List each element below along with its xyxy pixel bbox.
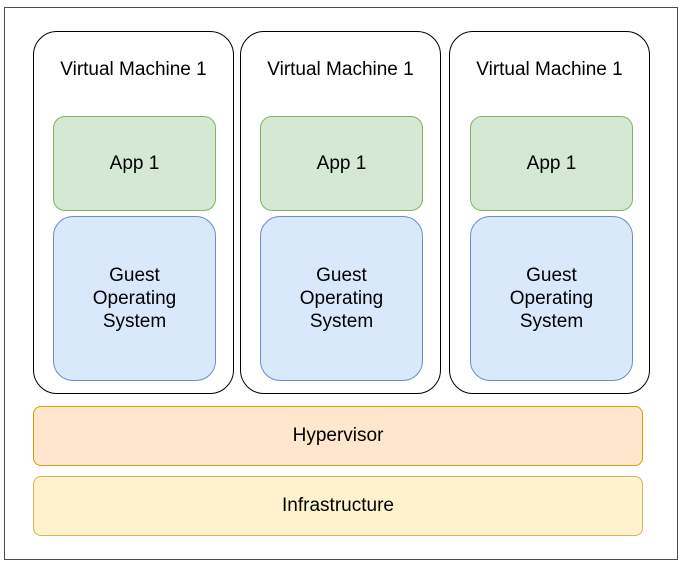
virtual-machine-box: Virtual Machine 1 App 1 Guest Operating … <box>449 31 650 394</box>
vm-title: Virtual Machine 1 <box>267 59 414 80</box>
app-box: App 1 <box>260 116 423 211</box>
guest-os-box: Guest Operating System <box>53 216 216 381</box>
hypervisor-layer: Hypervisor <box>33 406 643 466</box>
infrastructure-layer: Infrastructure <box>33 476 643 536</box>
app-box: App 1 <box>53 116 216 211</box>
vm-title: Virtual Machine 1 <box>476 59 623 80</box>
virtual-machine-box: Virtual Machine 1 App 1 Guest Operating … <box>33 31 234 394</box>
guest-os-box: Guest Operating System <box>470 216 633 381</box>
app-box: App 1 <box>470 116 633 211</box>
virtual-machine-box: Virtual Machine 1 App 1 Guest Operating … <box>240 31 441 394</box>
vm-title: Virtual Machine 1 <box>60 59 207 80</box>
guest-os-box: Guest Operating System <box>260 216 423 381</box>
